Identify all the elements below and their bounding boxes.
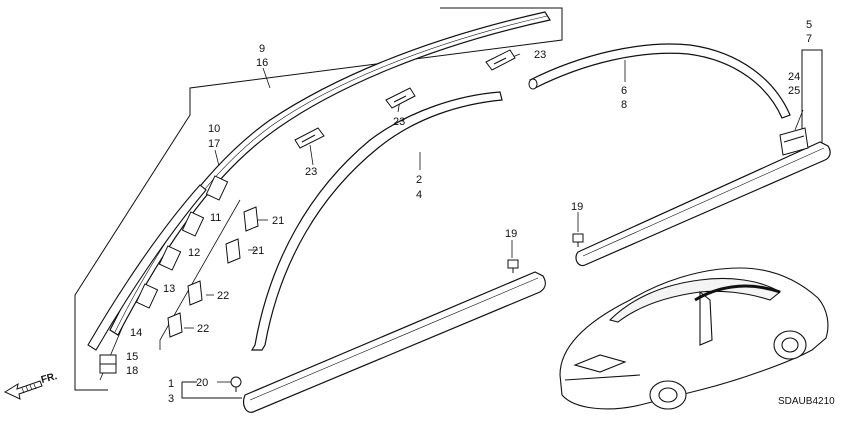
callout-19-left: 19 [505,228,517,240]
callout-22-upper: 22 [217,290,229,302]
callout-23-middle: 23 [393,116,405,128]
clip-20 [230,376,242,392]
callout-16: 16 [256,57,268,69]
clip-14 [135,283,159,309]
rear-molding-part [529,43,791,119]
clip-22-lower [167,312,183,338]
car-illustration [559,267,829,410]
callout-10: 10 [208,123,220,135]
callout-4: 4 [416,189,422,201]
clip-21-lower [225,238,241,264]
clip-15-18 [99,354,117,374]
door-frame-molding-part [250,91,503,351]
front-indicator-label: FR. [40,371,59,386]
callout-12: 12 [188,247,200,259]
rear-molding-end [528,78,538,90]
clip-22-upper [187,280,203,306]
callout-2: 2 [416,174,422,186]
callout-5: 5 [806,19,812,31]
callout-23-top: 23 [534,49,546,61]
callout-13: 13 [163,283,175,295]
callout-23-lower: 23 [305,166,317,178]
clip-21-upper [243,206,259,232]
callout-19-right: 19 [571,201,583,213]
callout-6: 6 [621,85,627,97]
bracket-frame-1-3 [181,381,242,399]
callout-21-lower: 21 [252,245,264,257]
clip-19-left [507,259,519,273]
bracket-frame-5-7 [801,49,823,148]
car-highlighted-molding [694,284,781,302]
callout-25: 25 [788,85,800,97]
clip-23-lower [294,127,325,149]
callout-15: 15 [126,351,138,363]
callout-1: 1 [168,378,174,390]
clip-24-25 [779,127,809,156]
callout-24: 24 [788,71,800,83]
clip-11 [205,175,229,201]
callout-20: 20 [196,377,208,389]
clip-23-top [485,49,516,71]
side-sill-molding-part [242,271,546,413]
clip-12 [181,211,205,237]
bracket-frame-9-16 [74,7,563,391]
callout-3: 3 [168,393,174,405]
pillar-molding-part [87,184,207,351]
callout-8: 8 [621,99,627,111]
clip-23-middle [385,87,416,109]
callout-17: 17 [208,138,220,150]
callout-18: 18 [126,365,138,377]
front-arrow-icon [3,380,43,400]
callout-14: 14 [130,327,142,339]
rear-sill-molding-part [575,141,831,267]
callout-7: 7 [806,33,812,45]
callout-9: 9 [259,43,265,55]
clip-13 [158,245,182,271]
side-sill-molding-line [249,277,539,401]
rear-sill-molding-line [582,147,825,257]
clip-19-right [572,233,584,247]
callout-21-upper: 21 [272,215,284,227]
callout-22-lower: 22 [197,323,209,335]
callout-11: 11 [210,212,221,224]
leader-lines [184,53,804,383]
roof-molding-inner-line [114,15,548,333]
roof-molding-part [109,11,551,336]
diagram-code: SDAUB4210 [778,396,835,407]
bracket-frame-clips [159,199,241,350]
